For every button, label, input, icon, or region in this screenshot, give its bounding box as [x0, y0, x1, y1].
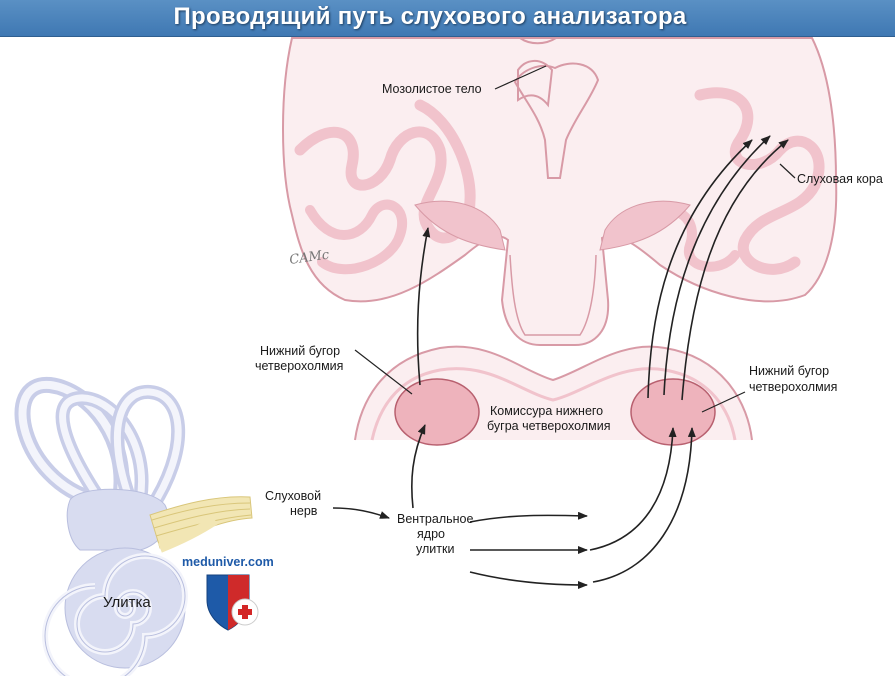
- top-fissure: [519, 37, 557, 45]
- pointer-corpus-callosum: [494, 65, 547, 90]
- cochlea-spiral-outline: [44, 555, 186, 676]
- label-right-colliculus-line2: четверохолмия: [749, 380, 837, 394]
- artist-signature: CAMc: [288, 247, 330, 268]
- pathway-arrows: [332, 65, 796, 589]
- pointer-auditory-cortex: [779, 163, 796, 179]
- corpus-callosum-shape: [513, 60, 600, 179]
- arrow-curve-to-right-colliculus-2: [592, 427, 696, 583]
- arrow-nucleus-to-left-colliculus: [411, 424, 426, 509]
- label-left-colliculus-line2: четверохолмия: [255, 359, 343, 373]
- central-gray-matter: [414, 200, 691, 251]
- right-gyri: [694, 87, 825, 275]
- arrow-curve-to-right-colliculus-1: [589, 427, 677, 551]
- arrow-nucleus-right-bottom: [469, 571, 588, 589]
- auditory-nerve-bundle: [149, 496, 253, 549]
- label-ventral-nucleus-line1: Вентральное: [397, 512, 473, 526]
- title-bar: Проводящий путь слухового анализатора: [0, 0, 895, 37]
- semicircular-canal-2-inner: [59, 394, 145, 502]
- arrow-right-colliculus-to-cortex-3: [681, 139, 789, 401]
- page-title: Проводящий путь слухового анализатора: [173, 3, 687, 30]
- label-auditory-nerve-line1: Слуховой: [265, 489, 321, 503]
- brain-section: [282, 37, 838, 346]
- left-gyri: [294, 99, 476, 244]
- midbrain-top-edge: [354, 345, 753, 441]
- pointer-left-colliculus: [354, 349, 413, 395]
- cochlear-nerve-branch: [158, 515, 218, 553]
- semicircular-canal-3-inner: [113, 388, 182, 512]
- label-auditory-cortex: Слуховая кора: [797, 172, 883, 186]
- inner-ear: [14, 376, 253, 676]
- label-ventral-nucleus-line2: ядро: [417, 527, 445, 541]
- arrow-left-colliculus-to-cortex: [416, 227, 431, 386]
- label-cochlea: Улитка: [103, 594, 151, 611]
- label-right-colliculus-line1: Нижний бугор: [749, 364, 829, 378]
- auditory-pathway-diagram: CAMc meduniver.com: [14, 37, 883, 676]
- inferior-colliculus-left[interactable]: [394, 378, 480, 446]
- left-lower-gyri: [305, 199, 407, 275]
- label-corpus-callosum: Мозолистое тело: [382, 82, 482, 96]
- arrow-nerve-to-nucleus: [332, 507, 390, 519]
- watermark-text: meduniver.com: [182, 555, 274, 569]
- midbrain-section: [354, 345, 753, 446]
- label-commissure-line2: бугра четверохолмия: [487, 419, 611, 433]
- medical-shield-icon: [206, 574, 259, 631]
- label-ventral-nucleus-line3: улитки: [416, 542, 454, 556]
- midbrain-inner-edge: [370, 367, 737, 441]
- arrow-nucleus-right-top: [469, 511, 588, 523]
- label-left-colliculus-line1: Нижний бугор: [260, 344, 340, 358]
- arrow-right-colliculus-to-cortex-2: [663, 135, 771, 396]
- label-auditory-nerve-line2: нерв: [290, 504, 318, 518]
- label-commissure-line1: Комиссура нижнего: [490, 404, 603, 418]
- arrow-right-colliculus-to-cortex-1: [647, 139, 753, 399]
- brainstem-upper: [509, 254, 597, 336]
- pointer-right-colliculus: [701, 391, 746, 413]
